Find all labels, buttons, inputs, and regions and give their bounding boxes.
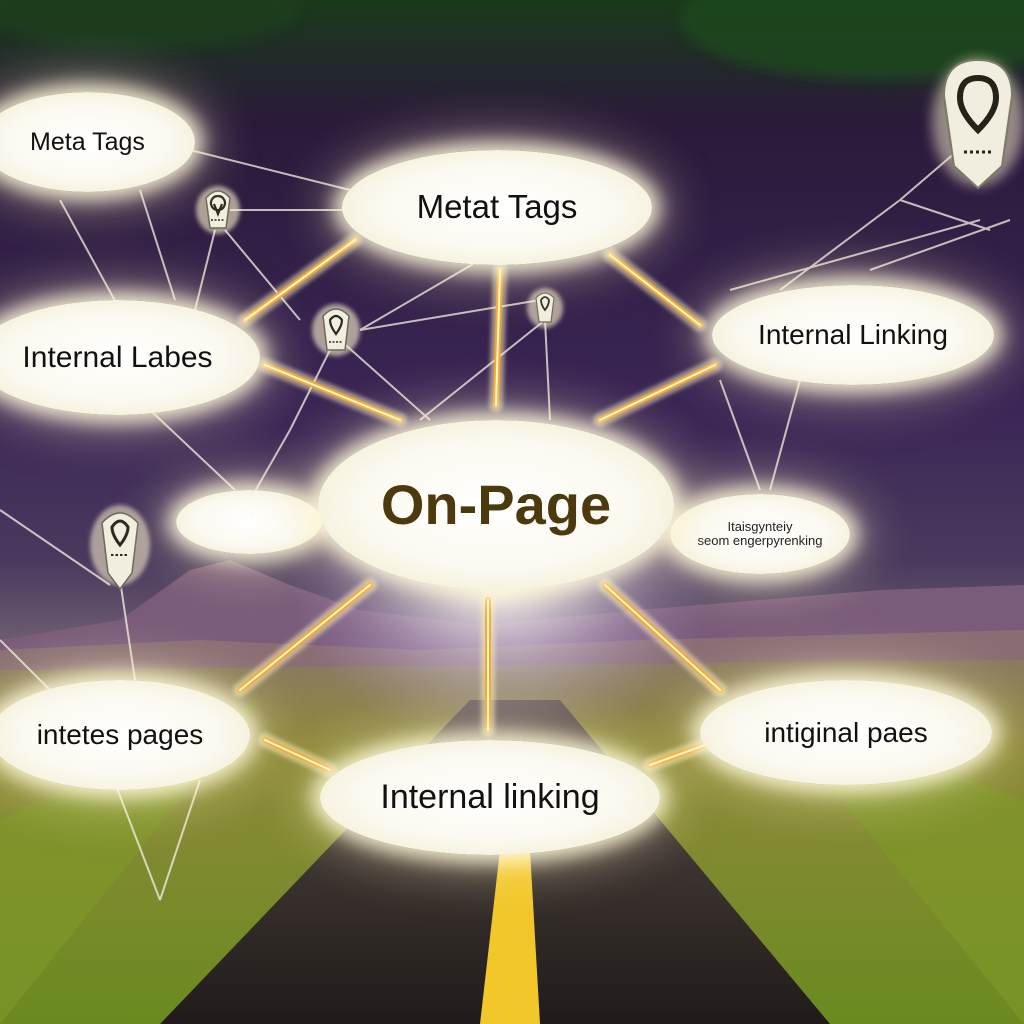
node-label: Internal linking <box>380 777 600 816</box>
node-intetes-pages: intetes pages <box>0 680 250 790</box>
node-label: Internal Linking <box>758 319 948 351</box>
center-label: On-Page <box>380 472 612 536</box>
node-internal-linking-right: Internal Linking <box>712 285 994 385</box>
node-label: Meta Tags <box>30 127 145 156</box>
node-label: Internal Labes <box>22 340 213 374</box>
map-pin-icon <box>527 288 563 328</box>
map-pin-icon <box>90 505 150 591</box>
node-label-line-1: Itaisgynteiy <box>727 519 793 535</box>
node-small-right: Itaisgynteiy seom engerpyrenking <box>670 494 850 574</box>
node-small-left <box>176 490 322 554</box>
node-label: intiginal paes <box>764 716 928 748</box>
node-label: intetes pages <box>36 719 204 751</box>
node-internal-linking-bottom: Internal linking <box>320 740 660 855</box>
node-label: Metat Tags <box>416 188 578 226</box>
node-label-line-2: seom engerpyrenking <box>697 533 823 548</box>
node-intiginal-pages: intiginal paes <box>700 680 992 785</box>
node-center-on-page: On-Page <box>318 420 674 590</box>
node-metat-tags: Metat Tags <box>342 150 652 265</box>
map-pin-icon <box>196 186 240 234</box>
node-internal-labes: Internal Labes <box>0 300 260 415</box>
node-meta-tags-left: Meta Tags <box>0 92 195 192</box>
map-pin-icon <box>312 304 360 356</box>
map-pin-icon <box>932 58 1024 190</box>
